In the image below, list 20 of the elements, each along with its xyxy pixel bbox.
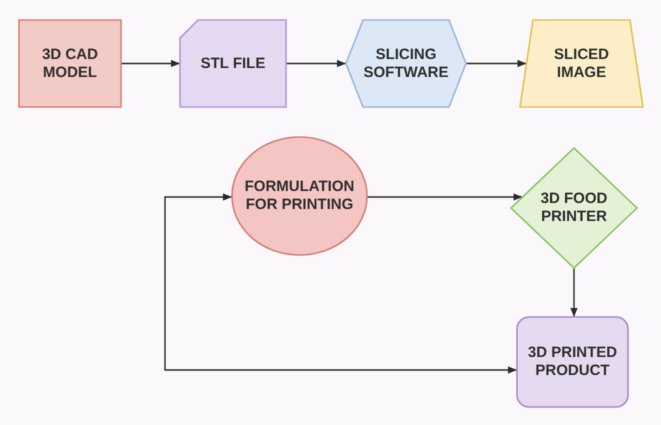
node-label: STL FILE (200, 54, 266, 72)
decision-diamond (511, 148, 637, 268)
node-label: 3D FOOD PRINTER (540, 190, 608, 226)
file-shape (180, 20, 286, 107)
arrow (286, 60, 346, 68)
node-label: SLICING SOFTWARE (362, 46, 450, 82)
arrow (466, 60, 526, 68)
double-headed-arrow (164, 193, 517, 374)
hexagon-shape (346, 20, 466, 107)
arrow (121, 60, 180, 68)
node-label: 3D CAD MODEL (41, 46, 99, 82)
node-label: FORMULATION FOR PRINTING (244, 178, 356, 214)
rounded-box (517, 317, 628, 407)
node-label: 3D PRINTED PRODUCT (526, 344, 618, 380)
ellipse-shape (232, 137, 367, 255)
trapezoid-shape (520, 20, 643, 107)
node-label: SLICED IMAGE (552, 46, 610, 82)
process-box (19, 20, 121, 107)
arrow (367, 193, 523, 201)
arrow (570, 268, 578, 317)
